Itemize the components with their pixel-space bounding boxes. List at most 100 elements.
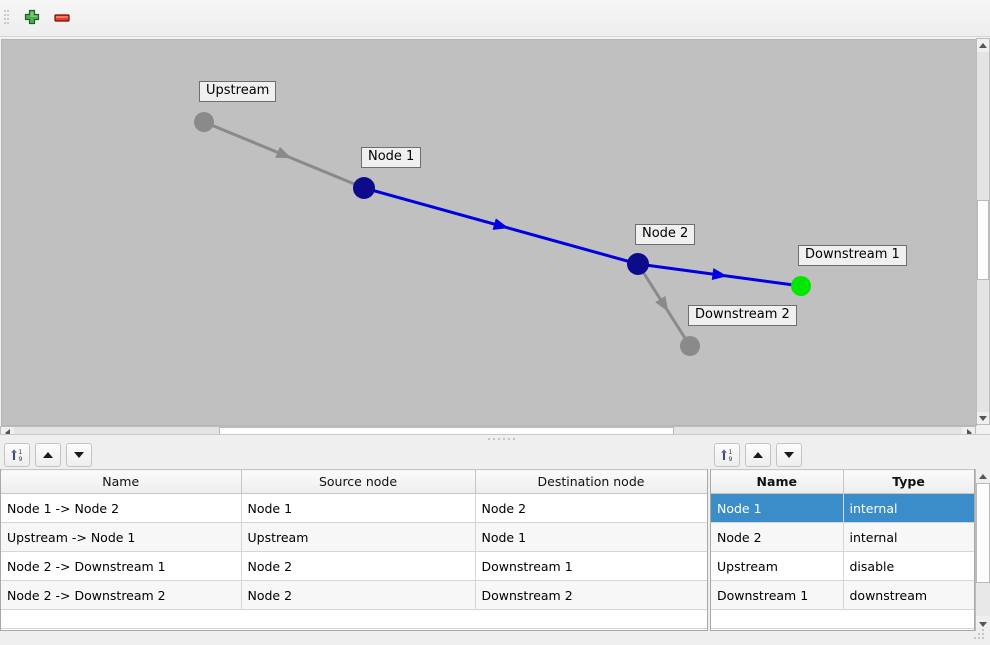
nodes-move-up-button[interactable] — [745, 443, 771, 467]
edges-table-empty-row[interactable] — [1, 609, 707, 629]
nodes-cell-0-1[interactable]: internal — [843, 493, 974, 523]
triangle-up-icon — [753, 452, 763, 458]
graph-node-downstream2[interactable] — [680, 336, 700, 356]
edges-cell-0-0[interactable]: Node 1 -> Node 2 — [1, 493, 242, 523]
nodes-cell-3-0[interactable]: Downstream 1 — [711, 580, 844, 610]
nodes-cell-3-1[interactable]: downstream — [843, 580, 974, 610]
nodes-scroll-down-arrow[interactable] — [976, 617, 990, 631]
nodes-sort-button[interactable]: 1 9 — [714, 443, 740, 467]
graph-node-node1[interactable] — [353, 177, 375, 199]
triangle-left-icon — [4, 429, 10, 437]
triangle-down-icon — [784, 452, 794, 458]
edges-cell-0-1[interactable]: Node 1 — [241, 493, 476, 523]
edge-arrow-node1-node2 — [492, 218, 509, 230]
triangle-up-icon — [979, 473, 987, 479]
node-label-node1[interactable]: Node 1 — [361, 147, 422, 168]
triangle-up-icon — [43, 452, 53, 458]
graph-node-downstream1[interactable] — [791, 276, 811, 296]
nodes-cell-1-0[interactable]: Node 2 — [711, 522, 844, 552]
edges-column-header-0[interactable]: Name — [1, 469, 242, 494]
edges-move-up-button[interactable] — [35, 443, 61, 467]
add-button[interactable] — [19, 5, 45, 31]
edges-empty-cell — [241, 609, 475, 629]
nodes-scroll-track[interactable] — [976, 483, 990, 616]
green-plus-icon — [24, 9, 40, 25]
nodes-table-vertical-scrollbar[interactable] — [975, 469, 990, 631]
nodes-cell-0-0[interactable]: Node 1 — [711, 493, 844, 523]
nodes-column-header-0[interactable]: Name — [711, 469, 844, 494]
window-resize-grip[interactable] — [974, 629, 987, 642]
nodes-cell-1-1[interactable]: internal — [843, 522, 974, 552]
nodes-cell-2-1[interactable]: disable — [843, 551, 974, 581]
scroll-down-arrow[interactable] — [977, 412, 989, 424]
remove-button[interactable] — [49, 5, 75, 31]
edges-cell-1-0[interactable]: Upstream -> Node 1 — [1, 522, 242, 552]
triangle-down-icon — [979, 621, 987, 627]
nodes-table-empty-row[interactable] — [711, 609, 974, 629]
edges-cell-3-2[interactable]: Downstream 2 — [475, 580, 707, 610]
edges-cell-2-0[interactable]: Node 2 -> Downstream 1 — [1, 551, 242, 581]
splitter-grip — [488, 438, 515, 440]
vertical-scroll-track[interactable] — [977, 52, 989, 412]
graph-node-node2[interactable] — [627, 253, 649, 275]
vertical-scroll-thumb[interactable] — [977, 200, 989, 280]
toolbar-drag-grip[interactable] — [4, 7, 13, 29]
triangle-up-icon — [979, 42, 987, 48]
edges-panel-toolbar: 1 9 — [0, 441, 708, 469]
red-minus-icon — [54, 14, 70, 22]
nodes-panel-toolbar: 1 9 — [710, 441, 990, 469]
nodes-empty-cell — [843, 609, 974, 629]
svg-text:9: 9 — [19, 456, 23, 463]
nodes-cell-2-0[interactable]: Upstream — [711, 551, 844, 581]
graph-drawing[interactable] — [2, 40, 974, 423]
edges-cell-1-2[interactable]: Node 1 — [475, 522, 707, 552]
nodes-scroll-thumb[interactable] — [976, 483, 990, 583]
nodes-scroll-up-arrow[interactable] — [976, 469, 990, 483]
edges-column-header-2[interactable]: Destination node — [475, 469, 707, 494]
edge-arrow-upstream-node1 — [275, 146, 292, 159]
edges-sort-button[interactable]: 1 9 — [4, 443, 30, 467]
graph-node-upstream[interactable] — [194, 112, 214, 132]
panel-splitter[interactable] — [0, 434, 990, 444]
edges-cell-3-0[interactable]: Node 2 -> Downstream 2 — [1, 580, 242, 610]
node-label-upstream[interactable]: Upstream — [199, 81, 277, 102]
svg-text:9: 9 — [729, 456, 733, 463]
edges-cell-3-1[interactable]: Node 2 — [241, 580, 476, 610]
triangle-right-icon — [966, 429, 972, 437]
edges-column-header-1[interactable]: Source node — [241, 469, 476, 494]
canvas-vertical-scrollbar[interactable] — [976, 38, 990, 425]
nodes-empty-cell — [711, 609, 843, 629]
sort-ascending-icon: 1 9 — [11, 449, 23, 463]
edges-cell-1-1[interactable]: Upstream — [241, 522, 476, 552]
edges-move-down-button[interactable] — [66, 443, 92, 467]
node-label-downstream2[interactable]: Downstream 2 — [688, 305, 797, 326]
nodes-move-down-button[interactable] — [776, 443, 802, 467]
scroll-up-arrow[interactable] — [977, 39, 989, 51]
edges-cell-2-2[interactable]: Downstream 1 — [475, 551, 707, 581]
edges-cell-0-2[interactable]: Node 2 — [475, 493, 707, 523]
nodes-column-header-1[interactable]: Type — [843, 469, 974, 494]
edges-empty-cell — [475, 609, 707, 629]
sort-ascending-icon: 1 9 — [721, 449, 733, 463]
edge-arrow-node2-downstream2 — [655, 295, 669, 312]
edges-cell-2-1[interactable]: Node 2 — [241, 551, 476, 581]
node-label-downstream1[interactable]: Downstream 1 — [798, 245, 907, 266]
node-label-node2[interactable]: Node 2 — [635, 224, 696, 245]
